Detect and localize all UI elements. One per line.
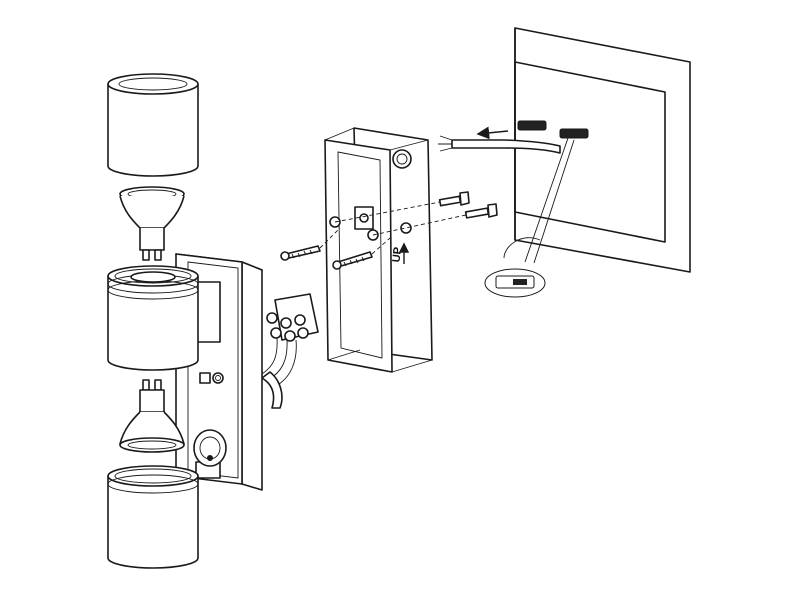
wall-plug-left	[517, 120, 547, 131]
bottom-glass-cover	[107, 465, 199, 569]
cable-gland	[199, 372, 224, 384]
supply-cable	[438, 135, 561, 154]
wall-plug-right	[559, 128, 589, 139]
direction-arrow-icon	[476, 126, 509, 140]
detector-pointer	[503, 137, 575, 264]
wood-screw-lower	[332, 237, 391, 270]
wire-detector-tool	[484, 268, 546, 298]
brick-wall	[514, 27, 691, 273]
plate-bolt-upper	[334, 191, 470, 223]
terminal-block	[266, 293, 319, 342]
plate-bolt-lower	[372, 203, 498, 236]
up-direction-marker: UP	[391, 242, 410, 264]
connection-wires	[261, 337, 297, 409]
mounting-plate	[324, 127, 433, 373]
bottom-gu10-bulb	[119, 379, 185, 453]
wood-screw-upper	[280, 227, 341, 261]
top-glass-cover	[107, 73, 199, 177]
top-gu10-bulb	[119, 186, 185, 261]
motion-sensor	[193, 429, 227, 467]
upper-lamp-cylinder	[107, 265, 199, 371]
